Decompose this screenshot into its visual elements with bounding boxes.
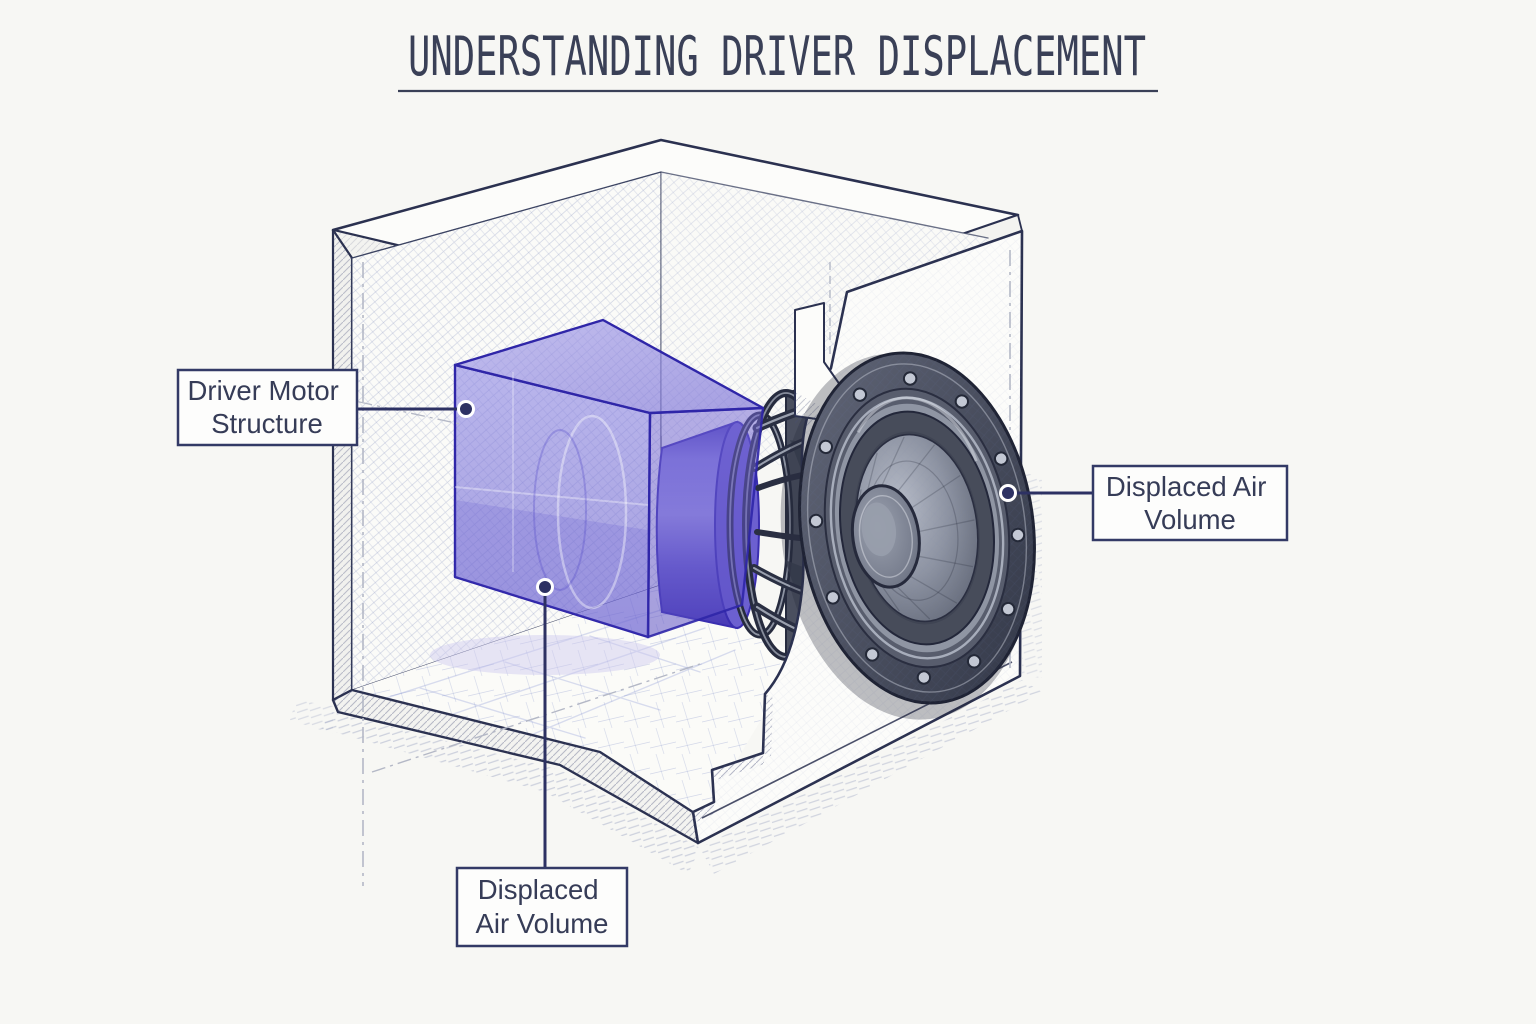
label-line: Displaced Air [1106, 471, 1267, 502]
svg-text:Displaced Air Volume: Displaced Air Volume [476, 874, 609, 939]
title-block: UNDERSTANDING DRIVER DISPLACEMENT [398, 25, 1158, 93]
leader-dot [539, 581, 551, 593]
callout-displaced-air-volume-right: Displaced Air Volume [999, 464, 1289, 542]
leader-dot [1002, 487, 1014, 499]
callout-driver-motor-structure: Driver Motor Structure [176, 368, 475, 447]
callout-displaced-air-volume-bottom: Displaced Air Volume [455, 578, 629, 948]
floor-sketch-lines [379, 606, 736, 749]
leader-dot [460, 403, 472, 415]
box-internal-reflections [454, 372, 649, 610]
label-box [1091, 464, 1289, 542]
label-line: Driver Motor [188, 375, 339, 406]
label-line: Structure [211, 408, 323, 439]
speaker-enclosure [331, 138, 1023, 845]
label-line: Displaced [478, 874, 599, 905]
flange-screws [808, 371, 1026, 685]
label-box [176, 368, 359, 447]
box-top-face [453, 318, 765, 415]
svg-text:Displaced Air Volume: Displaced Air Volume [1106, 471, 1274, 535]
svg-text:Driver Motor Structure: Driver Motor Structure [188, 375, 347, 439]
driver-woofer [780, 351, 1036, 720]
cone-radial-streaks [855, 436, 975, 620]
label-line: Volume [1144, 504, 1236, 535]
callouts: Driver Motor Structure Displaced Air Vol… [176, 368, 1289, 948]
page-title: UNDERSTANDING DRIVER DISPLACEMENT [408, 25, 1146, 88]
label-box [455, 866, 629, 948]
label-line: Air Volume [476, 908, 609, 939]
displaced-air-volume-box [453, 318, 765, 639]
